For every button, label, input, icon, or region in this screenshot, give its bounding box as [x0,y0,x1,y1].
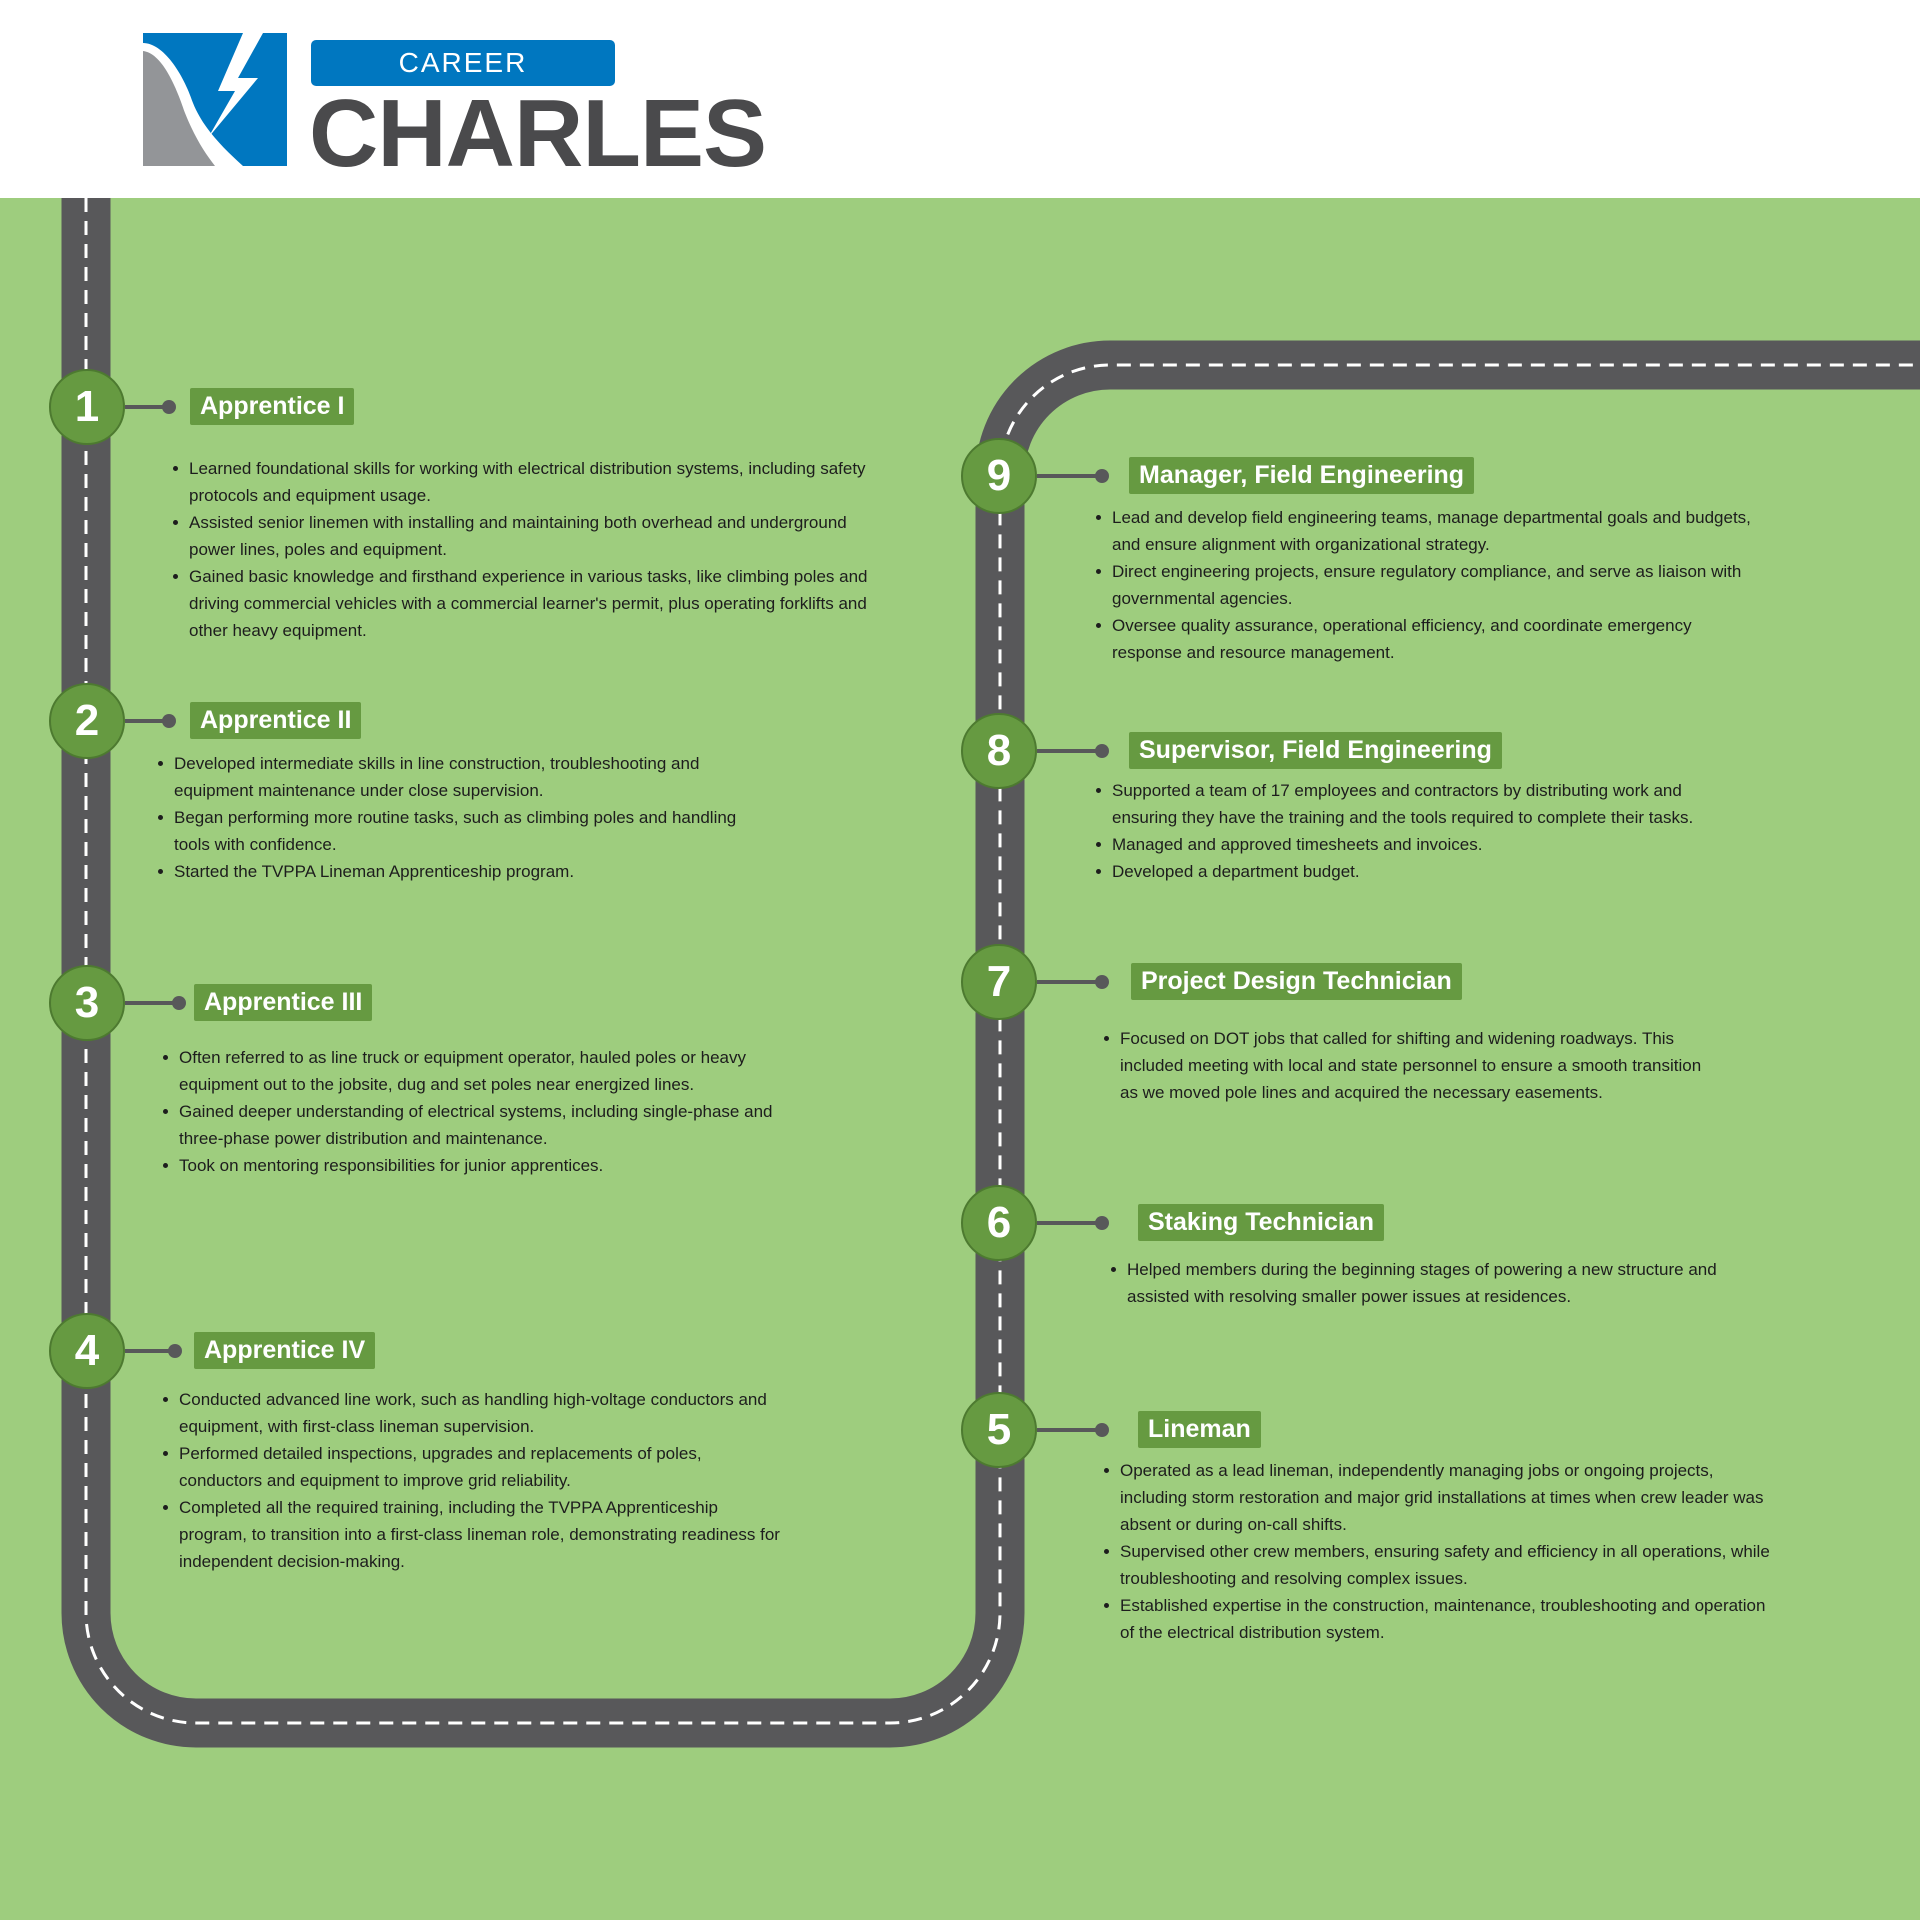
connector-dot [1095,469,1109,483]
bullet-item: Often referred to as line truck or equip… [163,1044,779,1098]
bullet-item: Supported a team of 17 employees and con… [1096,777,1712,831]
step-number-circle: 1 [49,369,125,445]
bullet-item: Learned foundational skills for working … [173,455,869,509]
bullet-item: Operated as a lead lineman, independentl… [1104,1457,1780,1538]
step-number-circle: 8 [961,713,1037,789]
bullet-item: Gained deeper understanding of electrica… [163,1098,779,1152]
bullet-item: Managed and approved timesheets and invo… [1096,831,1712,858]
bullet-item: Completed all the required training, inc… [163,1494,789,1575]
step-title: Supervisor, Field Engineering [1129,732,1502,769]
bullet-item: Lead and develop field engineering teams… [1096,504,1762,558]
connector-dot [1095,1423,1109,1437]
step-number-circle: 4 [49,1313,125,1389]
person-name: CHARLES [309,80,767,187]
bullet-item: Performed detailed inspections, upgrades… [163,1440,789,1494]
bullet-item: Took on mentoring responsibilities for j… [163,1152,779,1179]
step-bullets: Often referred to as line truck or equip… [163,1044,779,1179]
connector-dot [1095,1216,1109,1230]
step-title: Apprentice III [194,984,373,1021]
bullet-item: Supervised other crew members, ensuring … [1104,1538,1780,1592]
step-title: Apprentice IV [194,1332,376,1369]
step-title: Project Design Technician [1131,963,1462,1000]
step-bullets: Lead and develop field engineering teams… [1096,504,1762,666]
step-title: Lineman [1138,1411,1261,1448]
step-number-circle: 2 [49,683,125,759]
step-bullets: Developed intermediate skills in line co… [158,750,774,885]
career-pathways-badge: CAREER PATHWAYS [311,40,615,124]
connector-dot [162,400,176,414]
step-bullets: Focused on DOT jobs that called for shif… [1104,1025,1720,1106]
step-title: Apprentice I [190,388,355,425]
connector-line [125,719,169,723]
step-bullets: Learned foundational skills for working … [173,455,869,644]
bullet-item: Direct engineering projects, ensure regu… [1096,558,1762,612]
step-title: Staking Technician [1138,1204,1384,1241]
step-number-circle: 7 [961,944,1037,1020]
connector-line [1037,1221,1102,1225]
step-number-circle: 3 [49,965,125,1041]
connector-dot [172,996,186,1010]
connector-line [125,1001,179,1005]
header: CAREER PATHWAYS CHARLES [0,0,1920,198]
step-bullets: Operated as a lead lineman, independentl… [1104,1457,1780,1646]
step-bullets: Helped members during the beginning stag… [1111,1256,1727,1310]
bullet-item: Started the TVPPA Lineman Apprenticeship… [158,858,774,885]
connector-line [125,405,169,409]
step-number-circle: 6 [961,1185,1037,1261]
bullet-item: Assisted senior linemen with installing … [173,509,869,563]
step-bullets: Conducted advanced line work, such as ha… [163,1386,789,1575]
bullet-item: Developed intermediate skills in line co… [158,750,774,804]
bullet-item: Conducted advanced line work, such as ha… [163,1386,789,1440]
connector-dot [1095,975,1109,989]
bullet-item: Focused on DOT jobs that called for shif… [1104,1025,1720,1106]
bullet-item: Developed a department budget. [1096,858,1712,885]
connector-line [125,1349,175,1353]
bullet-item: Began performing more routine tasks, suc… [158,804,774,858]
connector-line [1037,980,1102,984]
bullet-item: Established expertise in the constructio… [1104,1592,1780,1646]
connector-line [1037,1428,1102,1432]
connector-line [1037,474,1102,478]
step-number-circle: 5 [961,1392,1037,1468]
bullet-item: Helped members during the beginning stag… [1111,1256,1727,1310]
connector-dot [1095,744,1109,758]
bullet-item: Gained basic knowledge and firsthand exp… [173,563,869,644]
mountain-lightning-logo-icon [143,33,287,166]
step-bullets: Supported a team of 17 employees and con… [1096,777,1712,885]
connector-dot [162,714,176,728]
step-title: Manager, Field Engineering [1129,457,1475,494]
step-number-circle: 9 [961,438,1037,514]
bullet-item: Oversee quality assurance, operational e… [1096,612,1762,666]
connector-dot [168,1344,182,1358]
connector-line [1037,749,1102,753]
step-title: Apprentice II [190,702,362,739]
